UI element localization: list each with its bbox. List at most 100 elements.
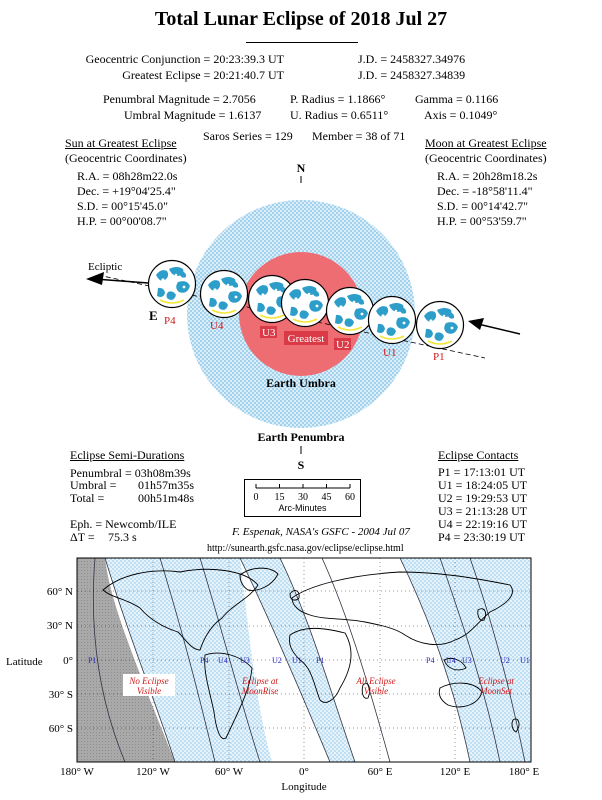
moon-subheading: (Geocentric Coordinates) — [425, 151, 547, 165]
greatest-label-box — [284, 331, 328, 345]
moon-u1 — [367, 295, 417, 345]
lat-tick-30n: 30° N — [47, 620, 73, 632]
diagram-label-u2: U2 — [336, 339, 349, 351]
greatest-label: Greatest — [288, 333, 325, 345]
moon-limb-arc — [292, 318, 318, 323]
moon-motion-arrowhead — [468, 318, 484, 330]
axis: Axis = 0.1049° — [424, 108, 498, 122]
scale-tick-label: 15 — [275, 492, 285, 503]
region-moonset-label-2: MoonSet — [479, 686, 512, 696]
greatest-eclipse-time: Greatest Eclipse = 20:21:40.7 UT — [122, 68, 284, 82]
saros-member: Member = 38 of 71 — [312, 129, 406, 143]
japan — [477, 608, 487, 621]
australia — [438, 682, 483, 708]
region-no-eclipse-label-2: Visible — [137, 686, 161, 696]
lat-tick-60n: 60° N — [47, 586, 73, 598]
moon-limb-arc — [379, 335, 405, 340]
sun-heading: Sun at Greatest Eclipse — [65, 136, 177, 150]
contact-u2: U2 = 19:29:53 UT — [438, 491, 528, 505]
new-zealand — [511, 718, 520, 733]
contact-u1: U1 = 18:24:05 UT — [438, 478, 528, 492]
moon-ra: R.A. = 20h28m18.2s — [437, 169, 538, 183]
no-eclipse-label-bg — [123, 674, 175, 696]
jd-conjunction: J.D. = 2458327.34976 — [358, 52, 466, 66]
visibility-map: No Eclipse Visible Eclipse at MoonRise A… — [6, 557, 539, 793]
indonesia — [443, 657, 467, 671]
contact-p4: P4 = 23:30:19 UT — [438, 530, 526, 544]
credit: F. Espenak, NASA's GSFC - 2004 Jul 07 — [232, 526, 410, 538]
south-america — [204, 652, 253, 740]
curve-label-east-u4: U4 — [446, 656, 456, 665]
curve-label-west-u4: U4 — [218, 656, 228, 665]
eurasia — [291, 571, 513, 646]
lat-tick-30s: 30° S — [49, 689, 73, 701]
moon-u4 — [199, 269, 249, 319]
contact-u4: U4 = 22:19:16 UT — [438, 517, 528, 531]
region-all-visible-label-2: Visible — [364, 686, 388, 696]
moon-limb-arc — [211, 309, 237, 314]
lon-tick-60e: 60° E — [368, 766, 393, 778]
delta-t-value: 75.3 s — [108, 530, 137, 544]
scale-tick-label: 60 — [345, 492, 355, 503]
contact-curves — [92, 558, 526, 762]
moon-dec: Dec. = -18°58'11.4" — [437, 184, 533, 198]
curve-label-west-u3: U3 — [240, 656, 250, 665]
diagram-label-u4: U4 — [210, 320, 224, 332]
scale-unit-label: Arc-Minutes — [278, 503, 327, 513]
arc-minute-scale — [244, 479, 361, 517]
lon-ticks: 180° W 120° W 60° W 0° 60° E 120° E 180°… — [60, 766, 539, 778]
scale-tick-label: 45 — [322, 492, 332, 503]
scale-bar: 0 15 30 45 60 — [254, 484, 355, 503]
lat-ticks: 60° N 30° N 0° 30° S 60° S — [47, 586, 73, 735]
contact-p1: P1 = 17:13:01 UT — [438, 465, 526, 479]
scale-tick-label: 0 — [254, 492, 259, 503]
curve-label-east-u3: U3 — [462, 656, 472, 665]
band-moonrise-west — [105, 558, 260, 762]
moon-greatest — [280, 278, 330, 328]
diagram-label-u1: U1 — [383, 347, 396, 359]
north-america — [102, 568, 259, 651]
saros-series: Saros Series = 129 — [203, 129, 293, 143]
contacts-list: P1 = 17:13:01 UT U1 = 18:24:05 UT U2 = 1… — [438, 466, 527, 544]
band-moonrise-inner — [200, 558, 272, 762]
sun-ra: R.A. = 08h28m22.0s — [77, 169, 178, 183]
source-url[interactable]: http://sunearth.gsfc.nasa.gov/eclipse/ec… — [207, 543, 404, 554]
contact-label-box — [334, 338, 351, 350]
coastlines — [102, 567, 520, 740]
scale-tick-label: 30 — [298, 492, 308, 503]
total-duration-label: Total = — [70, 491, 105, 505]
diagram-label-u3: U3 — [262, 327, 276, 339]
moon-motion-arrow-shaft — [477, 323, 521, 335]
lon-tick-180e: 180° E — [509, 766, 540, 778]
sun-subheading: (Geocentric Coordinates) — [65, 151, 187, 165]
moon-u2 — [325, 286, 375, 336]
umbral-duration-label: Umbral = — [70, 478, 117, 492]
moon-heading: Moon at Greatest Eclipse — [425, 136, 547, 150]
lat-tick-0: 0° — [63, 655, 73, 667]
durations-heading: Eclipse Semi-Durations — [70, 448, 185, 462]
geo-conjunction: Geocentric Conjunction = 20:23:39.3 UT — [85, 52, 284, 66]
latitude-axis-title: Latitude — [6, 656, 43, 668]
moon-limb-arc — [159, 299, 185, 304]
delta-t-label: ΔT = — [70, 530, 95, 544]
sun-hp: H.P. = 00°00'08.7" — [77, 214, 167, 228]
u-radius: U. Radius = 0.6511° — [290, 108, 389, 122]
moon-limb-arc — [427, 340, 453, 345]
lat-tick-60s: 60° S — [49, 723, 73, 735]
curve-label-east-u2: U2 — [500, 656, 510, 665]
moon-limb-arc — [259, 314, 285, 319]
diagram-label-p4: P4 — [164, 315, 176, 327]
sun-block: Sun at Greatest Eclipse (Geocentric Coor… — [65, 136, 187, 229]
lon-tick-60w: 60° W — [215, 766, 244, 778]
north-label: N — [297, 161, 306, 175]
region-all-visible-label-1: All Eclipse — [355, 676, 395, 686]
umbral-magnitude: Umbral Magnitude = 1.6137 — [124, 108, 262, 122]
page-title: Total Lunar Eclipse of 2018 Jul 27 — [154, 8, 448, 30]
moon-p1 — [415, 300, 465, 350]
contact-u3: U3 = 21:13:28 UT — [438, 504, 528, 518]
diagram-label-p1: P1 — [433, 351, 445, 363]
british-isles — [289, 590, 300, 601]
